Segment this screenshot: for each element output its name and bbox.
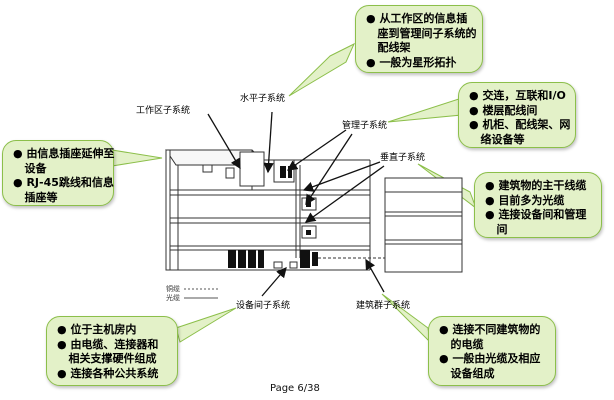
label-vertical: 垂直子系统: [380, 153, 426, 163]
pointer-campus: [365, 258, 385, 293]
callout-line: 相关支撑硬件组成: [68, 352, 157, 365]
pointer-work-area: [207, 113, 241, 170]
callout-line: ● 连接不同建筑物的: [439, 323, 541, 336]
telecom-closet: [273, 159, 295, 183]
vertical-riser: [295, 165, 301, 258]
label-equipment-room: 设备间子系统: [236, 301, 291, 311]
callout-line: 配线架: [377, 41, 411, 54]
callout-line: 座到管理间子系统的: [377, 26, 477, 40]
callout-campus-desc: ● 连接不同建筑物的 的电缆 ● 一般由光缆及相应 设备组成: [428, 316, 556, 386]
callout-bottom-left-tail: [175, 307, 237, 343]
legend-fiber-label: 光缆: [166, 294, 180, 302]
callout-line: 插座等: [24, 190, 58, 204]
callout-equipment-desc: ● 位于主机房内 ● 由电缆、连接器和 相关支撑硬件组成 ● 连接各种公共系统: [46, 316, 178, 386]
page-number: Page 6/38: [270, 383, 320, 394]
callout-work-area-desc: ● 由信息插座延伸至 设备 ● RJ-45跳线和信息 插座等: [2, 140, 114, 206]
callout-line: 设备: [24, 161, 47, 175]
callout-line: ● 由电缆、连接器和: [57, 337, 159, 351]
callout-admin-desc: ● 交连，互联和I/O ● 楼层配线间 ● 机柜、配线架、网 络设备等: [458, 82, 576, 148]
callout-line: 间: [496, 222, 508, 236]
callout-top-tail: [288, 42, 356, 97]
callout-line: 络设备等: [480, 132, 525, 146]
callout-line: ● 建筑物的主干线缆: [485, 179, 587, 192]
label-campus: 建筑群子系统: [356, 301, 411, 311]
equipment-room: [228, 250, 318, 269]
floor-panel-3-port: [306, 230, 311, 235]
label-admin: 管理子系统: [342, 121, 388, 131]
callout-line: 的电缆: [450, 337, 484, 351]
pointer-admin-1: [286, 129, 347, 171]
work-area-desk: [225, 167, 235, 179]
callout-line: ● RJ-45跳线和信息: [13, 176, 114, 189]
callout-line: ● 一般由光缆及相应: [439, 352, 541, 365]
secondary-building: [384, 177, 463, 273]
callout-line: ● 一般为星形拓扑: [366, 55, 457, 69]
callout-line: ● 连接设备间和管理: [485, 208, 587, 221]
pointer-vertical-1: [302, 161, 381, 192]
callout-line: ● 由信息插座延伸至: [13, 147, 115, 160]
callout-line: ● 位于主机房内: [57, 323, 137, 336]
pointer-vertical-2: [304, 165, 385, 223]
pointer-horizontal: [263, 111, 274, 174]
pointer-equipment: [261, 267, 287, 297]
label-work-area: 工作区子系统: [136, 106, 191, 116]
callout-line: ● 目前多为光缆: [485, 193, 565, 207]
callout-line: ● 交连，互联和I/O: [469, 89, 566, 102]
callout-line: 设备组成: [450, 366, 495, 380]
label-horizontal: 水平子系统: [240, 94, 286, 104]
callout-left-mid-tail: [111, 149, 163, 167]
callout-line: ● 从工作区的信息插: [366, 12, 468, 25]
legend-copper-label: 铜缆: [166, 285, 180, 293]
callout-line: ● 楼层配线间: [469, 103, 538, 117]
callout-line: ● 连接各种公共系统: [57, 366, 159, 380]
work-area-room: [239, 151, 265, 187]
callout-vertical-desc: ● 建筑物的主干线缆 ● 目前多为光缆 ● 连接设备间和管理 间: [474, 172, 602, 238]
callout-line: ● 机柜、配线架、网: [469, 118, 571, 131]
pointer-admin-2: [305, 133, 353, 206]
work-area-outlet: [202, 164, 213, 173]
callout-horizontal-desc: ● 从工作区的信息插 座到管理间子系统的 配线架 ● 一般为星形拓扑: [355, 5, 483, 73]
